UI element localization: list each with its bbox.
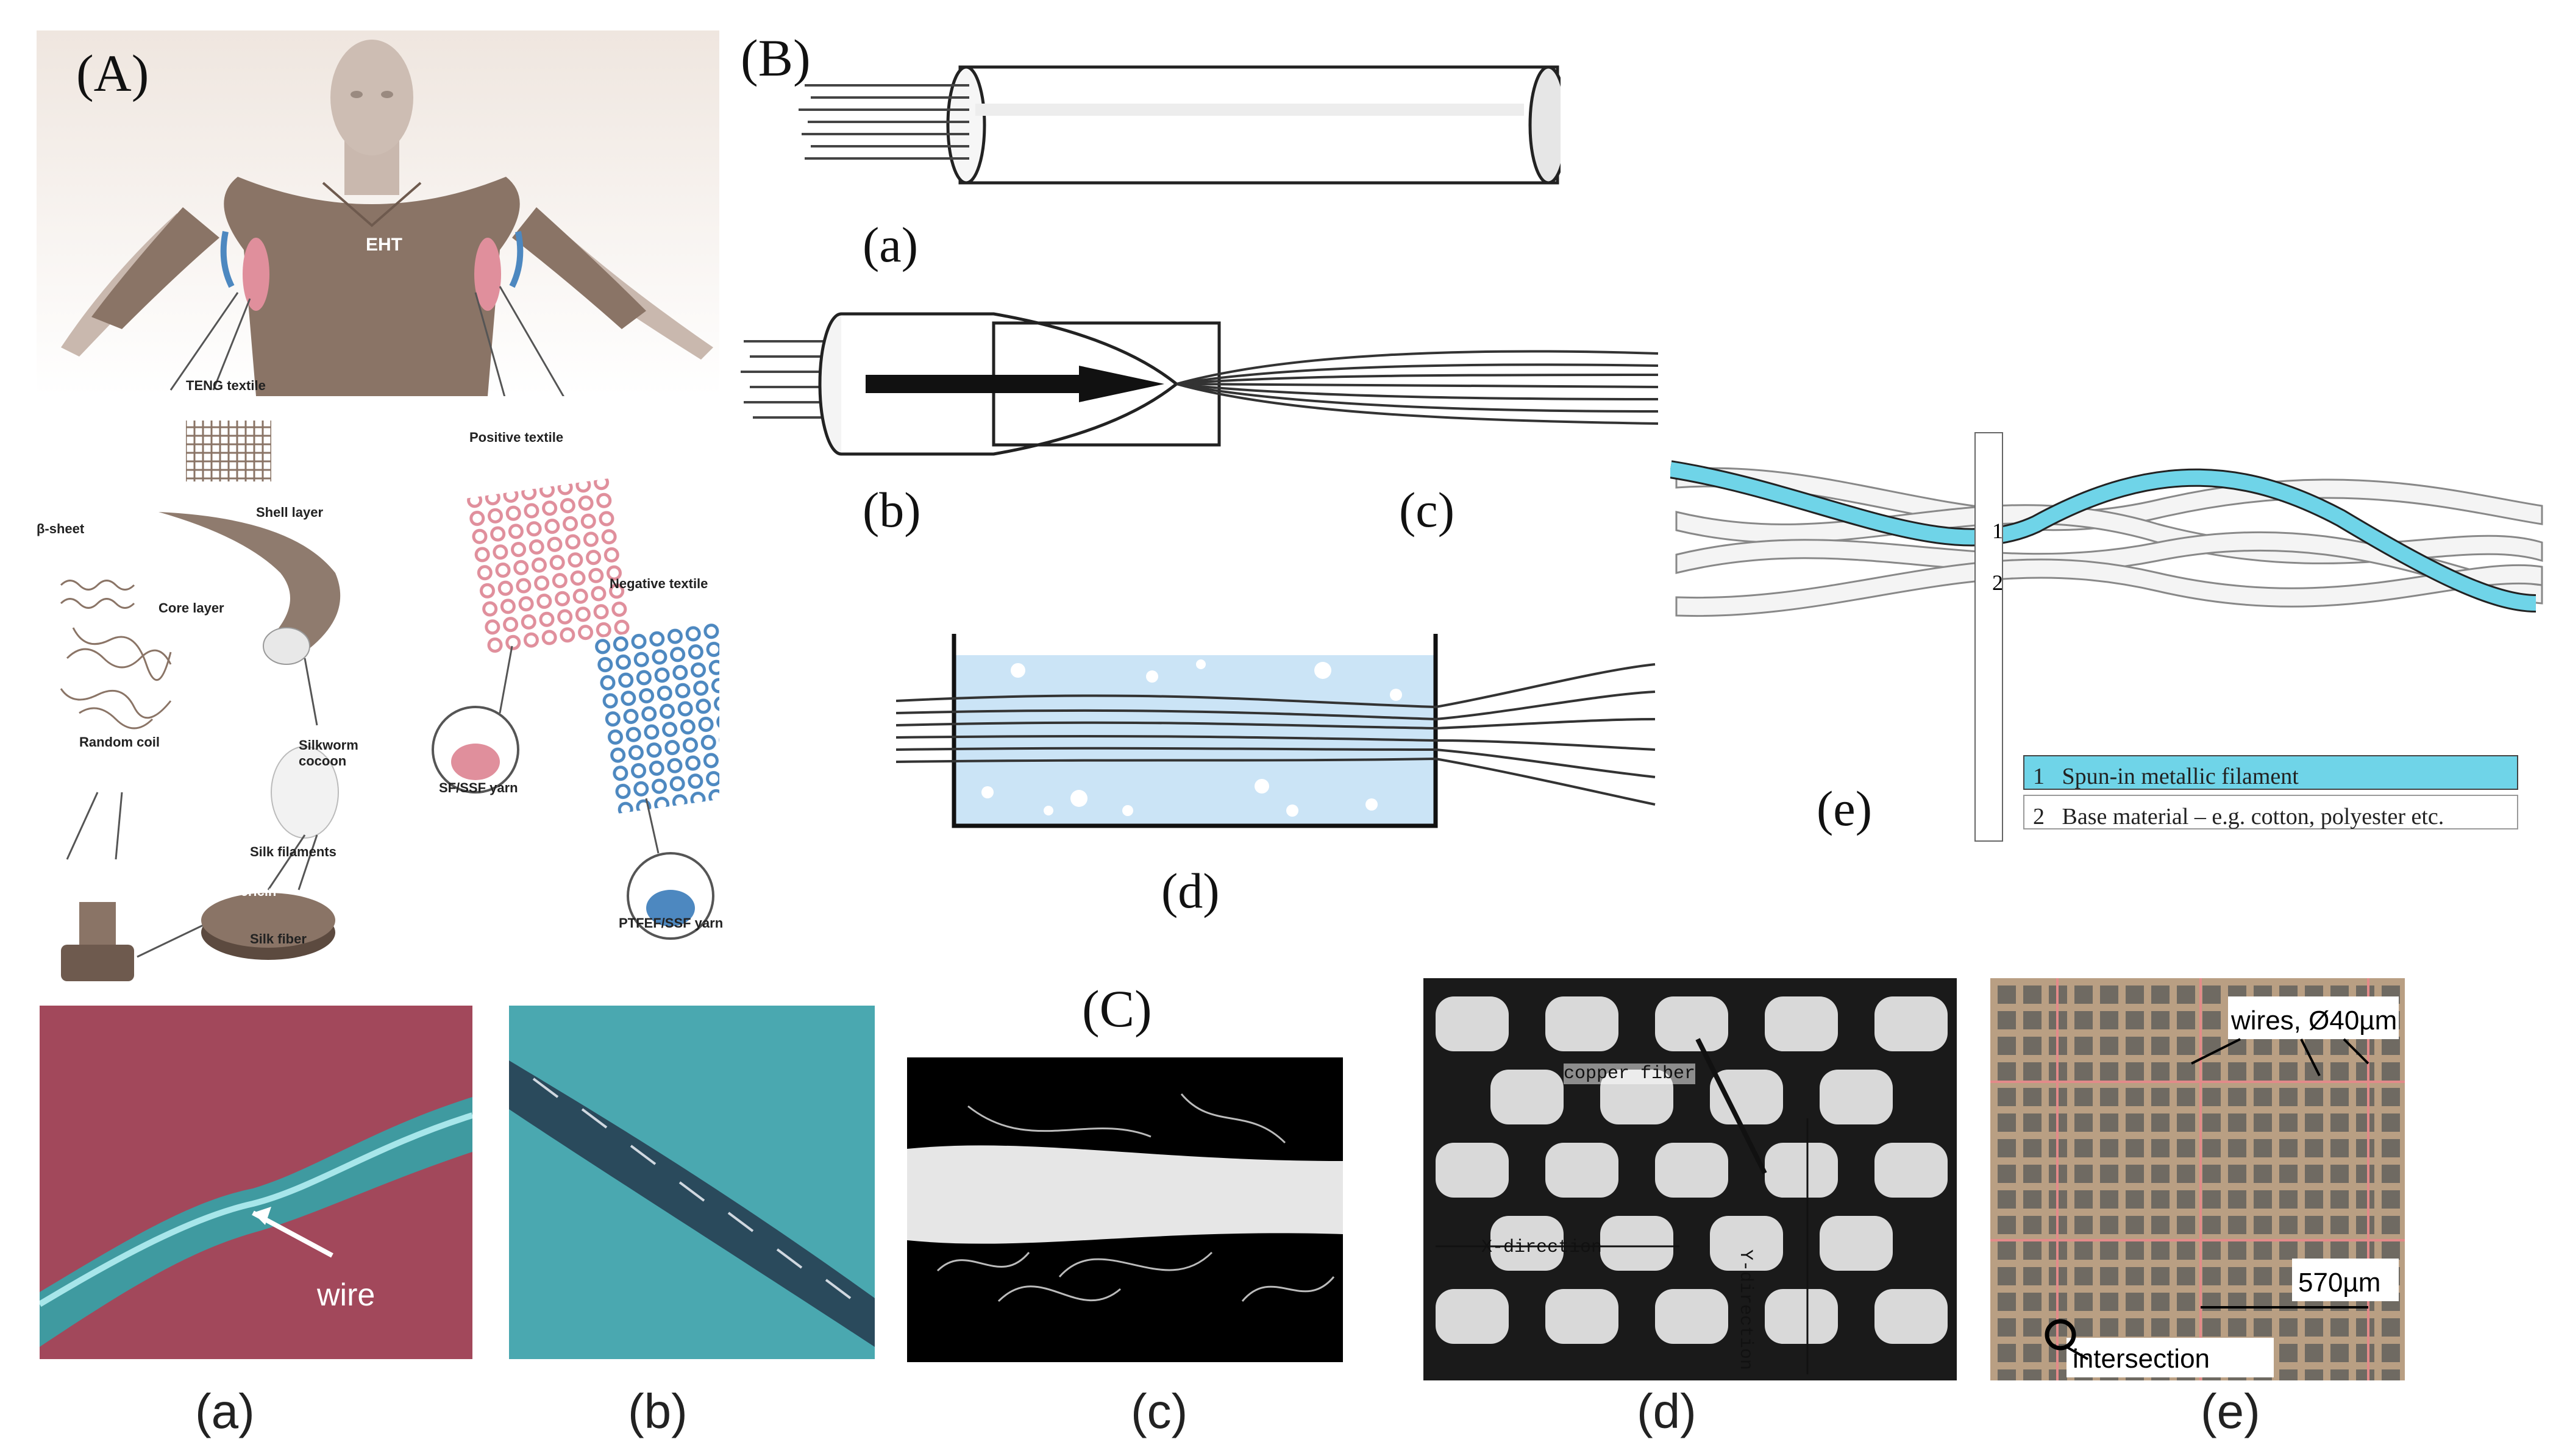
label-intersection: intersection (2073, 1344, 2210, 1374)
label-sericin: Sericin (232, 884, 277, 899)
label-b-e: (e) (1817, 781, 1873, 836)
label-wires-diameter: wires, Ø40µm (2231, 1006, 2398, 1035)
label-y-direction: Y-direction (1735, 1249, 1756, 1371)
label-b-a: (a) (863, 217, 919, 272)
label-silk-filaments: Silk filaments (250, 844, 336, 859)
label-c-b: (b) (628, 1384, 688, 1438)
label-ptfef-ssf-yarn: PTFEF/SSF yarn (619, 915, 724, 931)
label-positive-textile: Positive textile (469, 430, 564, 445)
label-teng-textile: TENG textile (186, 378, 266, 393)
cable-diagram-bc (741, 312, 1659, 456)
cable-diagram-a (799, 65, 1561, 185)
label-shell-layer: Shell layer (256, 505, 324, 520)
silk-structure-illustration (60, 421, 719, 981)
label-core-layer: Core layer (158, 600, 224, 616)
label-negative-textile: Negative textile (610, 576, 708, 591)
panel-a: EHT (A) (37, 30, 723, 981)
label-b-b: (b) (863, 482, 921, 538)
label-e-num-2: 2 (1992, 570, 2003, 595)
panel-c-letter: (C) (1082, 979, 1152, 1038)
photo-spun-yarn (907, 1057, 1343, 1362)
label-wire: wire (317, 1277, 376, 1313)
photo-wire-yarn (40, 1006, 472, 1359)
panel-b-letter: (B) (741, 29, 811, 87)
photo-wrapped-yarn (509, 1006, 875, 1359)
spun-yarn-diagram-e (1670, 421, 2548, 847)
eht-label: EHT (366, 235, 402, 255)
legend-base-material: 2 Base material – e.g. cotton, polyester… (2033, 804, 2444, 829)
label-x-direction: X-direction (1481, 1237, 1603, 1258)
label-b-c: (c) (1399, 482, 1455, 538)
label-c-e: (e) (2201, 1384, 2260, 1438)
label-c-c: (c) (1131, 1384, 1188, 1438)
photo-wire-grid (1990, 978, 2405, 1380)
label-silk-fiber: Silk fiber (250, 931, 307, 946)
label-wire-spacing: 570µm (2298, 1268, 2381, 1298)
label-silkworm-cocoon: Silkworm cocoon (299, 737, 358, 769)
label-c-d: (d) (1637, 1384, 1696, 1438)
water-bath-diagram-d (896, 634, 1656, 828)
label-b-d: (d) (1161, 863, 1220, 918)
label-random-coil: Random coil (79, 734, 160, 750)
label-copper-fiber: copper fiber (1564, 1064, 1696, 1084)
label-c-a: (a) (195, 1384, 255, 1438)
eht-garment-illustration (61, 40, 713, 396)
label-e-num-1: 1 (1992, 519, 2003, 543)
label-sf-ssf-yarn: SF/SSF yarn (439, 780, 518, 795)
panel-a-letter: (A) (76, 44, 149, 102)
legend-spun-in-filament: 1 Spun-in metallic filament (2033, 764, 2299, 789)
photo-woven-copper (1423, 978, 1957, 1380)
label-beta-sheet: β-sheet (37, 521, 85, 536)
